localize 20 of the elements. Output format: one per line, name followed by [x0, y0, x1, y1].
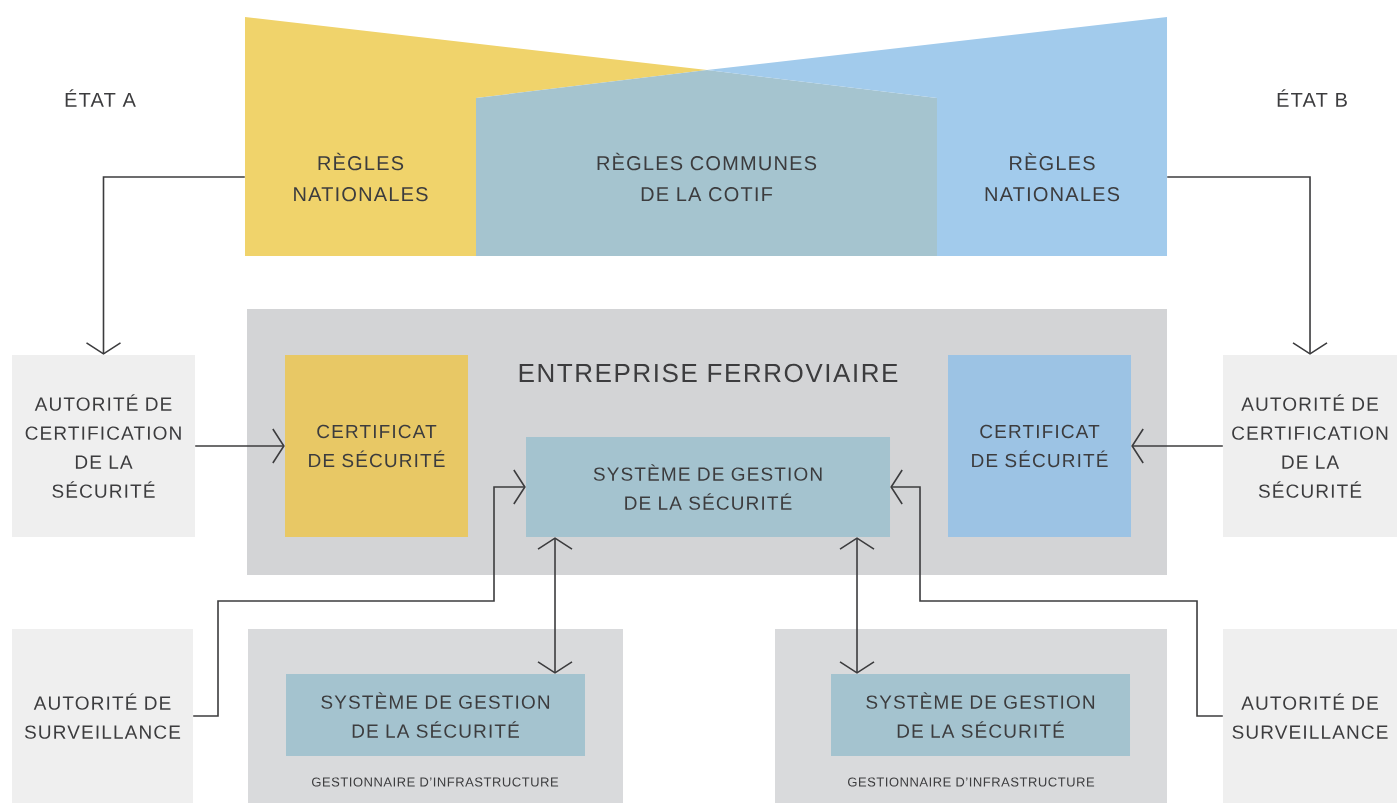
authority-box: AUTORITÉ DE CERTIFICATION DE LA SÉCURITÉ: [12, 355, 195, 537]
authority-box: AUTORITÉ DE SURVEILLANCE: [1223, 629, 1397, 803]
arrow: [85, 176, 246, 355]
arrow: [537, 537, 573, 674]
authority-box: AUTORITÉ DE CERTIFICATION DE LA SÉCURITÉ: [1223, 355, 1397, 537]
certificate-box: CERTIFICAT DE SÉCURITÉ: [948, 355, 1131, 537]
arrow: [890, 469, 1224, 717]
arrow: [1166, 176, 1328, 355]
state-label: ÉTAT B: [1277, 89, 1347, 107]
system-box: SYSTÈME DE GESTION DE LA SÉCURITÉ: [831, 674, 1130, 756]
system-box: SYSTÈME DE GESTION DE LA SÉCURITÉ: [526, 437, 890, 537]
arrow: [194, 428, 285, 464]
system-box: SYSTÈME DE GESTION DE LA SÉCURITÉ: [286, 674, 585, 756]
arrow: [839, 537, 875, 674]
arrow: [192, 469, 526, 717]
rules-block: RÈGLES COMMUNES DE LA COTIF: [476, 70, 937, 256]
authority-box: AUTORITÉ DE SURVEILLANCE: [12, 629, 193, 803]
state-label: ÉTAT A: [65, 89, 136, 107]
certificate-box: CERTIFICAT DE SÉCURITÉ: [285, 355, 468, 537]
arrow: [1131, 428, 1224, 464]
